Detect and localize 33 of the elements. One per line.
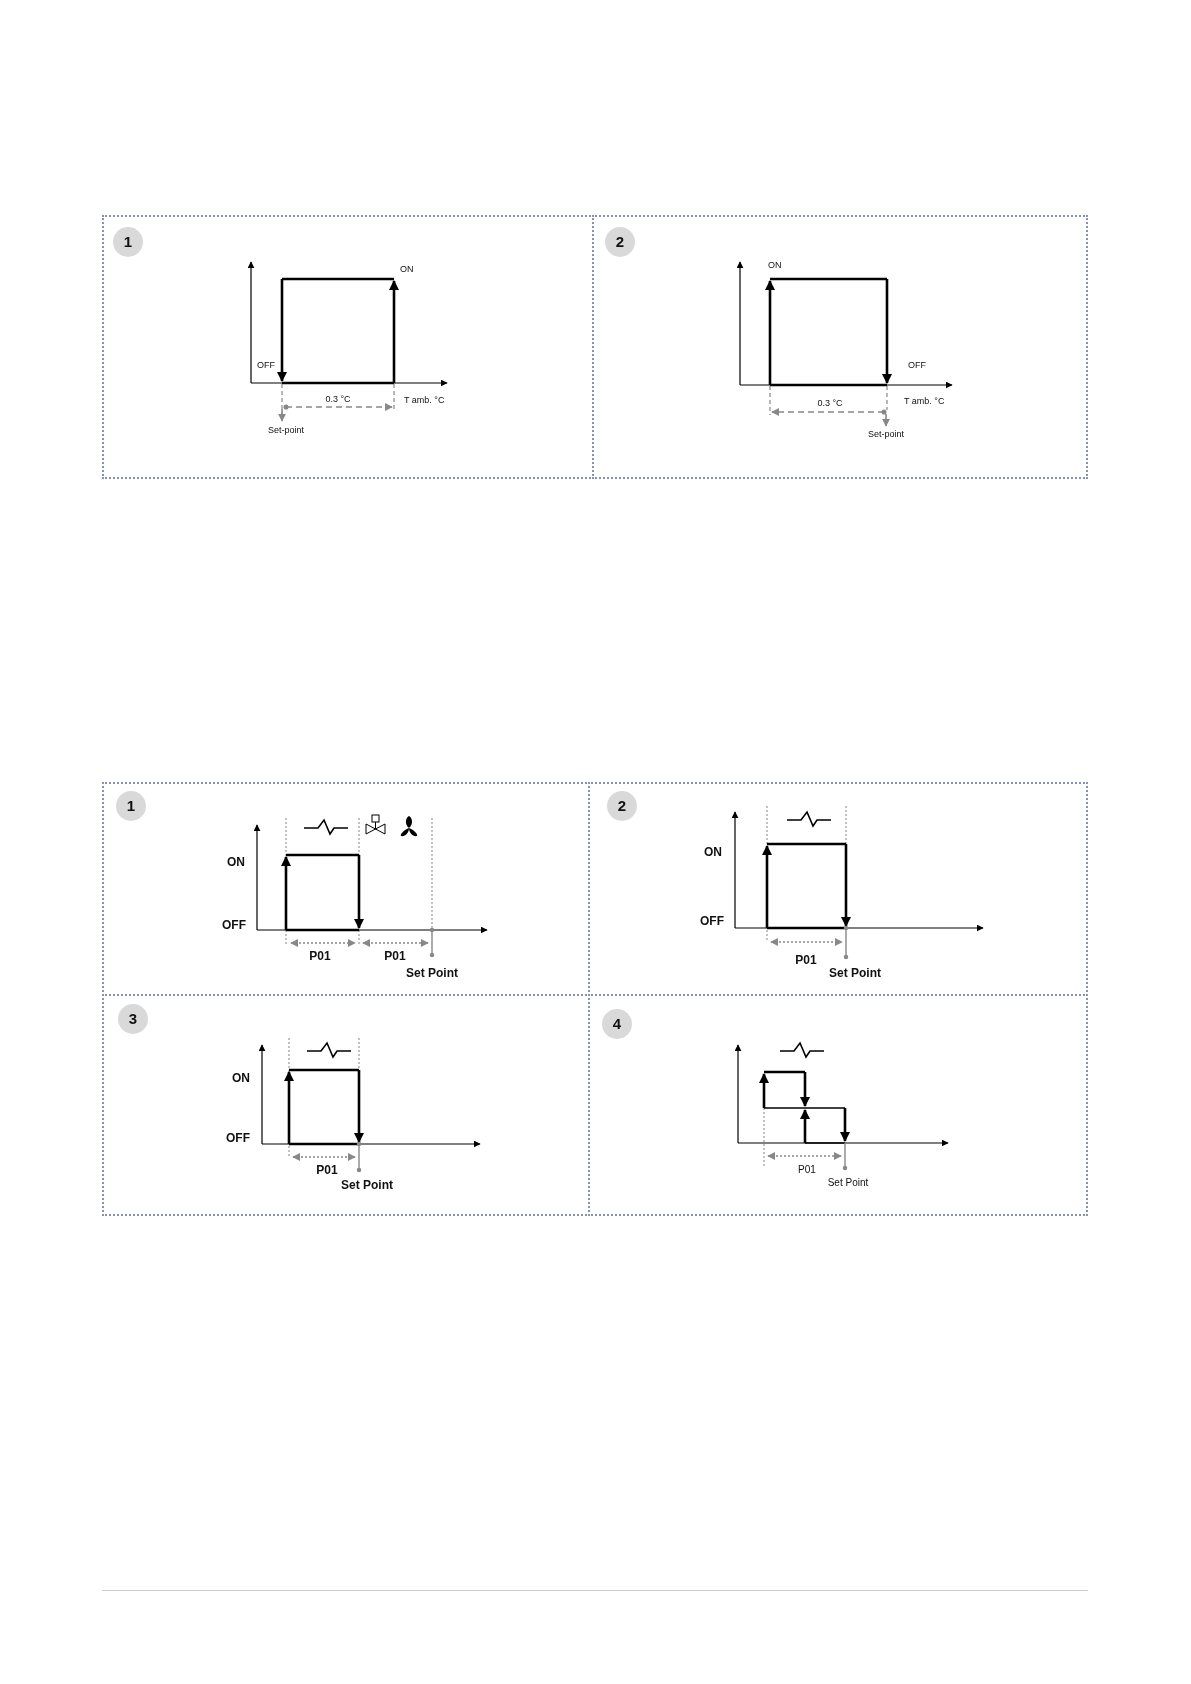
chart-label: Set Point (341, 1178, 393, 1192)
chart-label: P01 (798, 1163, 816, 1175)
chart-label: OFF (222, 918, 246, 932)
chart-label: OFF (226, 1131, 250, 1145)
chart-label: T amb. °C (904, 396, 945, 406)
chart-label: P01 (384, 949, 406, 963)
panel-number: 2 (605, 227, 635, 257)
panel-number: 4 (602, 1009, 632, 1039)
chart-label: OFF (700, 914, 724, 928)
chart-label: ON (704, 845, 722, 859)
chart-label: Set Point (827, 1176, 869, 1188)
chart-label: 0.3 °C (817, 398, 843, 408)
figure-panel (102, 215, 594, 479)
panel-number: 2 (607, 791, 637, 821)
chart-label: ON (227, 855, 245, 869)
chart-label: Set-point (268, 425, 304, 435)
chart-label: P01 (309, 949, 331, 963)
chart-label: ON (232, 1071, 250, 1085)
chart-label: P01 (316, 1163, 338, 1177)
chart-label: P01 (795, 953, 817, 967)
chart-label: OFF (257, 360, 275, 370)
panel-number: 1 (116, 791, 146, 821)
chart-label: OFF (908, 360, 926, 370)
figure-panel (592, 215, 1088, 479)
chart-label: Set-point (868, 429, 904, 439)
panel-number: 1 (113, 227, 143, 257)
chart-label: ON (400, 264, 414, 274)
panel-number: 3 (118, 1004, 148, 1034)
chart-label: 0.3 °C (325, 394, 351, 404)
chart-label: ON (768, 260, 782, 270)
chart-label: T amb. °C (404, 395, 445, 405)
chart-label: Set Point (406, 966, 458, 980)
chart-label: Set Point (829, 966, 881, 980)
